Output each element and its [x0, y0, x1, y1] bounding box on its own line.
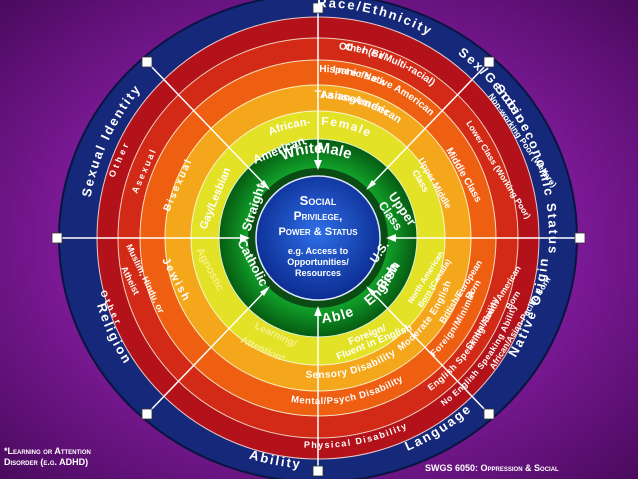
- divider-lines: [60, 8, 578, 470]
- svg-text:Privilege,: Privilege,: [294, 209, 343, 223]
- divider-end-markers: [51, 2, 586, 477]
- svg-text:Opportunities/: Opportunities/: [287, 257, 349, 267]
- center-circle: [255, 175, 381, 301]
- course-label: SWGS 6050: Oppression & Social: [425, 463, 559, 473]
- svg-text:e.g. Access to: e.g. Access to: [288, 246, 349, 256]
- center-subtitle: e.g. Access to Opportunities/ Resources: [287, 246, 349, 278]
- footnote-line-1: *Learning or Attention: [4, 446, 91, 456]
- svg-text:Social: Social: [300, 193, 337, 208]
- divider-arrowheads: [240, 160, 396, 316]
- center-title: Social Privilege, Power & Status: [278, 193, 358, 238]
- svg-text:Power & Status: Power & Status: [278, 226, 358, 238]
- svg-text:Resources: Resources: [295, 268, 341, 278]
- footnote-learning-attention: *Learning or Attention Disorder (e.g. AD…: [4, 446, 91, 468]
- footnote-line-2: Disorder (e.g. ADHD): [4, 457, 89, 467]
